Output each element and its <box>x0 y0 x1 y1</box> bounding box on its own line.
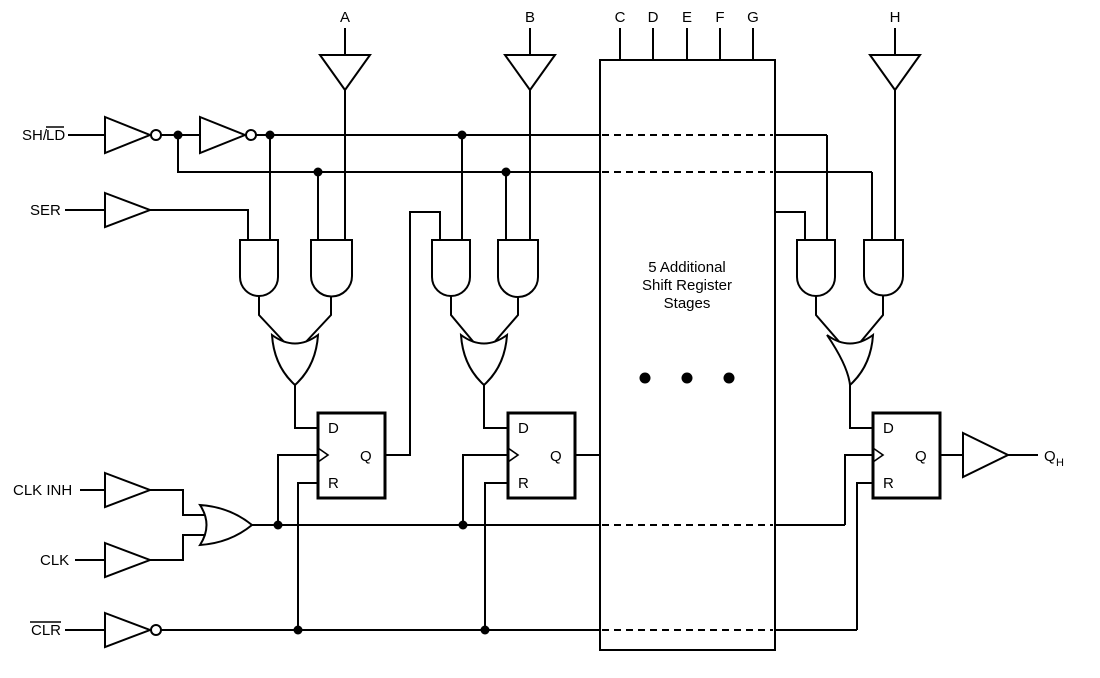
clk-inh-buffer <box>104 471 153 509</box>
clock-or-gate <box>198 503 254 547</box>
inverter-bubble <box>245 129 257 141</box>
dff-body <box>506 411 577 500</box>
ser-buffer <box>104 191 153 229</box>
labels: SH/ LD SER CLK INH CLK CLR A B C D E F G… <box>13 9 1064 639</box>
label-input-f: F <box>715 9 724 26</box>
and-gate-stage2-load <box>497 239 539 298</box>
dff-r-label: R <box>328 475 339 492</box>
junction-dot <box>458 520 468 530</box>
dff-r-label: R <box>883 475 894 492</box>
clock-chevron-icon <box>317 447 330 463</box>
dff-body <box>316 411 387 500</box>
stage-box-label-line2: Shift Register <box>642 277 732 294</box>
label-sh-ld-over: LD <box>46 127 65 144</box>
junction-dot <box>457 130 467 140</box>
junction-dot <box>480 625 490 635</box>
junction-dot <box>293 625 303 635</box>
ellipsis-dot <box>723 372 735 384</box>
input-b-buffer <box>503 54 557 92</box>
ellipsis-dot <box>639 372 651 384</box>
label-input-c: C <box>615 9 626 26</box>
inverter-bubble <box>150 624 162 636</box>
sh-ld-inverter-1 <box>104 115 162 155</box>
inverter-triangle <box>104 611 153 649</box>
dff-d-label: D <box>328 420 339 437</box>
stage-box-label-line1: 5 Additional <box>648 259 726 276</box>
label-clk: CLK <box>40 552 69 569</box>
and-gate-stageh-shift <box>796 239 836 297</box>
label-ser: SER <box>30 202 61 219</box>
and-gate-stage1-load <box>310 239 353 298</box>
or-gate-stage2 <box>459 332 509 387</box>
junction-dot <box>173 130 183 140</box>
clk-buffer <box>104 541 153 579</box>
label-clr: CLR <box>31 622 61 639</box>
junction-dot <box>273 520 283 530</box>
junction-dot <box>313 167 323 177</box>
label-input-a: A <box>340 9 350 26</box>
label-output-q: Q <box>1044 448 1056 465</box>
dff-stageh: D Q R <box>871 411 942 500</box>
input-h-buffer <box>868 54 922 92</box>
output-buffer <box>962 431 1011 479</box>
dff-d-label: D <box>883 420 894 437</box>
label-input-e: E <box>682 9 692 26</box>
label-input-g: G <box>747 9 759 26</box>
and-gate-stageh-load <box>863 239 904 297</box>
or-gate-stageh <box>826 332 875 388</box>
stage-box-label-line3: Stages <box>664 295 711 312</box>
junction-dot <box>501 167 511 177</box>
or-gate-stage1 <box>270 332 320 387</box>
clock-chevron-icon <box>507 447 520 463</box>
bus-lines-through-box <box>602 134 773 631</box>
label-clk-inh: CLK INH <box>13 482 72 499</box>
dff-r-label: R <box>518 475 529 492</box>
junction-dot <box>265 130 275 140</box>
sh-ld-inverter-2 <box>199 115 257 155</box>
dff-stage2: D Q R <box>506 411 577 500</box>
inverter-bubble <box>150 129 162 141</box>
and-gate-stage1-shift <box>239 239 279 297</box>
label-input-d: D <box>648 9 659 26</box>
clock-chevron-icon <box>872 447 885 463</box>
inverter-triangle <box>199 115 248 155</box>
dff-q-label: Q <box>550 448 562 465</box>
label-input-h: H <box>890 9 901 26</box>
and-gate-stage2-shift <box>431 239 471 297</box>
dff-d-label: D <box>518 420 529 437</box>
ellipsis-dots <box>639 372 735 384</box>
junction-dots <box>173 130 511 635</box>
clr-inverter <box>104 611 162 649</box>
dff-body <box>871 411 942 500</box>
ellipsis-dot <box>681 372 693 384</box>
dff-q-label: Q <box>915 448 927 465</box>
dff-stage1: D Q R <box>316 411 387 500</box>
additional-stages-box <box>599 59 776 651</box>
label-input-b: B <box>525 9 535 26</box>
label-output-q-subscript: H <box>1056 457 1064 469</box>
label-sh-ld-pre: SH/ <box>22 127 48 144</box>
dff-q-label: Q <box>360 448 372 465</box>
inverter-triangle <box>104 115 153 155</box>
input-a-buffer <box>318 54 372 92</box>
